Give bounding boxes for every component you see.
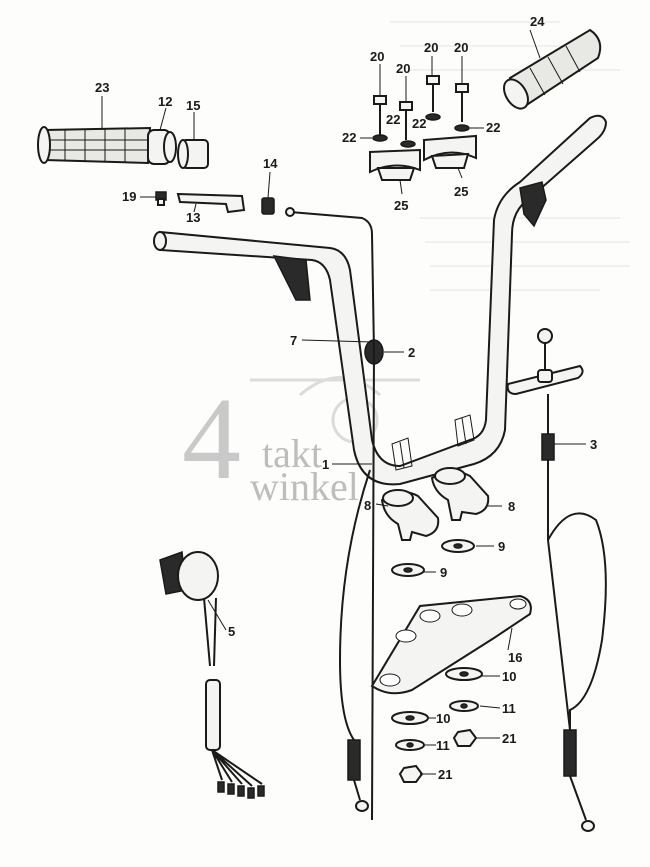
callout-22-d: 22	[486, 120, 500, 135]
callout-8-a: 8	[364, 498, 371, 513]
watermark-word-winkel: winkel	[250, 464, 359, 509]
handlebar-part-1	[153, 114, 608, 486]
throttle-sleeve-part-12	[147, 129, 177, 165]
callout-3: 3	[590, 437, 597, 452]
callout-20-a: 20	[370, 49, 384, 64]
cable-adjuster-part-14	[261, 197, 275, 215]
callout-11-a: 11	[502, 701, 516, 716]
callout-22-c: 22	[412, 116, 426, 131]
nuts-part-21	[398, 728, 478, 783]
callout-14: 14	[263, 156, 278, 171]
washers-part-22	[372, 113, 470, 148]
callout-16: 16	[508, 650, 522, 665]
washers-part-10	[391, 667, 483, 725]
callout-8-b: 8	[508, 499, 515, 514]
leader-lines	[101, 29, 586, 775]
callout-7: 7	[290, 333, 297, 348]
watermark-number: 4	[182, 373, 241, 504]
callout-25-b: 25	[454, 184, 468, 199]
callout-23: 23	[95, 80, 109, 95]
callout-12: 12	[158, 94, 172, 109]
callout-10-a: 10	[502, 669, 516, 684]
upper-clamps-part-25	[369, 134, 477, 181]
watermark-logo: 4 takt winkel	[182, 373, 420, 509]
callout-20-b: 20	[396, 61, 410, 76]
callout-10-b: 10	[436, 711, 450, 726]
callout-20-c: 20	[424, 40, 438, 55]
callout-13: 13	[186, 210, 200, 225]
callout-5: 5	[228, 624, 235, 639]
throttle-cable-part-7	[285, 207, 376, 821]
callout-11-b: 11	[436, 738, 450, 753]
callout-20-d: 20	[454, 40, 468, 55]
callout-22-a: 22	[342, 130, 356, 145]
bolts-part-20	[373, 75, 469, 140]
callout-25-a: 25	[394, 198, 408, 213]
callout-19: 19	[122, 189, 136, 204]
switch-part-5	[159, 550, 265, 799]
rubber-dampers-part-9	[391, 539, 475, 577]
background-text-ghost	[390, 21, 630, 291]
callout-21-a: 21	[502, 731, 516, 746]
callout-9-a: 9	[498, 539, 505, 554]
risers-part-8	[380, 467, 490, 541]
callout-24: 24	[530, 14, 545, 29]
collar-part-15	[177, 139, 209, 169]
lever-bracket-part-13	[176, 192, 246, 214]
callout-21-b: 21	[438, 767, 452, 782]
top-bridge-part-16	[370, 594, 532, 695]
choke-cable-part-3	[506, 328, 607, 832]
callout-labels: 23 12 15 19 13 14 24 20 20 20 20 22 22 2…	[95, 14, 597, 782]
watermark-word-takt: takt	[262, 431, 322, 476]
callout-15: 15	[186, 98, 200, 113]
callout-2: 2	[408, 345, 415, 360]
washers-part-11	[395, 700, 479, 751]
screw-part-19	[155, 191, 167, 206]
callout-1: 1	[322, 457, 329, 472]
callout-9-b: 9	[440, 565, 447, 580]
right-grip-part-24	[503, 28, 602, 110]
callout-22-b: 22	[386, 112, 400, 127]
left-grip-part-23	[37, 126, 152, 165]
